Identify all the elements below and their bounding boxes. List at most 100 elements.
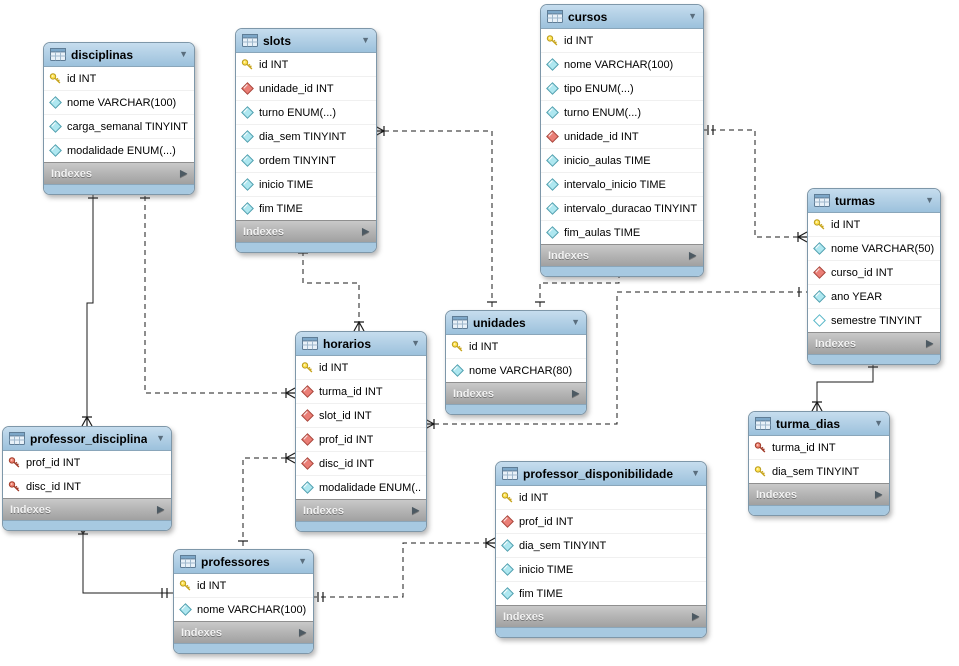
collapse-arrow-icon[interactable]: ▼ [688,11,697,21]
relationship-turma_dias-turmas[interactable] [816,356,874,411]
column-row[interactable]: curso_id INT [808,261,940,285]
table-header[interactable]: slots▼ [236,29,376,53]
relationship-professor_disciplina-disciplinas[interactable] [86,187,94,426]
column-row[interactable]: tipo ENUM(...) [541,77,703,101]
column-row[interactable]: intervalo_inicio TIME [541,173,703,197]
column-row[interactable]: carga_semanal TINYINT [44,115,194,139]
relationship-slots-unidades[interactable] [375,130,493,310]
indexes-row[interactable]: Indexes▶ [749,483,889,505]
collapse-arrow-icon[interactable]: ▼ [925,195,934,205]
column-row[interactable]: id INT [496,486,706,510]
table-header[interactable]: unidades▼ [446,311,586,335]
table-header[interactable]: professor_disciplina▼ [3,427,171,451]
column-row[interactable]: unidade_id INT [541,125,703,149]
indexes-row[interactable]: Indexes▶ [44,162,194,184]
column-row[interactable]: nome VARCHAR(50) [808,237,940,261]
column-row[interactable]: ordem TINYINT [236,149,376,173]
column-row[interactable]: id INT [236,53,376,77]
cardinality-one-mandatory-disciplinas[interactable] [285,387,296,399]
cardinality-one-mandatory-professores[interactable] [161,588,168,598]
expand-arrow-icon[interactable]: ▶ [572,388,579,398]
column-row[interactable]: semestre TINYINT [808,309,940,332]
collapse-arrow-icon[interactable]: ▼ [874,418,883,428]
column-row[interactable]: inicio_aulas TIME [541,149,703,173]
column-row[interactable]: id INT [174,574,313,598]
indexes-row[interactable]: Indexes▶ [496,605,706,627]
column-row[interactable]: unidade_id INT [236,77,376,101]
column-row[interactable]: ano YEAR [808,285,940,309]
table-header[interactable]: horarios▼ [296,332,426,356]
column-row[interactable]: fim TIME [496,582,706,605]
cardinality-one-mandatory-disciplinas[interactable] [81,416,93,427]
cardinality-many-professor_disponibilidade[interactable] [317,592,324,602]
expand-arrow-icon[interactable]: ▶ [157,504,164,514]
cardinality-many-horarios[interactable] [424,418,435,430]
column-row[interactable]: nome VARCHAR(100) [541,53,703,77]
cardinality-many-turmas[interactable] [707,125,714,135]
collapse-arrow-icon[interactable]: ▼ [361,35,370,45]
collapse-arrow-icon[interactable]: ▼ [156,433,165,443]
cardinality-one-mandatory-slots[interactable] [353,321,365,332]
column-row[interactable]: id INT [296,356,426,380]
column-row[interactable]: turma_id INT [749,436,889,460]
expand-arrow-icon[interactable]: ▶ [299,627,306,637]
expand-arrow-icon[interactable]: ▶ [692,611,699,621]
column-row[interactable]: dia_sem TINYINT [749,460,889,483]
relationship-turmas-cursos[interactable] [702,129,807,238]
indexes-row[interactable]: Indexes▶ [174,621,313,643]
cardinality-one-mandatory-turmas[interactable] [811,401,823,412]
column-row[interactable]: prof_id INT [296,428,426,452]
expand-arrow-icon[interactable]: ▶ [180,168,187,178]
column-row[interactable]: id INT [808,213,940,237]
column-row[interactable]: modalidade ENUM(... [296,476,426,499]
cardinality-many-horarios[interactable] [285,452,296,464]
cardinality-many-slots[interactable] [374,125,385,137]
column-row[interactable]: id INT [541,29,703,53]
cardinality-one-mandatory-professores[interactable] [485,537,496,549]
relationship-horarios-turmas[interactable] [425,291,807,425]
indexes-row[interactable]: Indexes▶ [541,244,703,266]
expand-arrow-icon[interactable]: ▶ [875,489,882,499]
column-row[interactable]: id INT [446,335,586,359]
column-row[interactable]: slot_id INT [296,404,426,428]
indexes-row[interactable]: Indexes▶ [808,332,940,354]
relationship-horarios-slots[interactable] [302,242,360,331]
column-row[interactable]: intervalo_duracao TINYINT [541,197,703,221]
table-header[interactable]: disciplinas▼ [44,43,194,67]
relationship-horarios-disciplinas[interactable] [144,187,295,394]
column-row[interactable]: prof_id INT [3,451,171,475]
column-row[interactable]: modalidade ENUM(...) [44,139,194,162]
indexes-row[interactable]: Indexes▶ [446,382,586,404]
column-row[interactable]: fim_aulas TIME [541,221,703,244]
collapse-arrow-icon[interactable]: ▼ [298,556,307,566]
collapse-arrow-icon[interactable]: ▼ [411,338,420,348]
cardinality-one-mandatory-cursos[interactable] [797,231,808,243]
column-row[interactable]: prof_id INT [496,510,706,534]
table-header[interactable]: professores▼ [174,550,313,574]
collapse-arrow-icon[interactable]: ▼ [571,317,580,327]
column-row[interactable]: fim TIME [236,197,376,220]
column-row[interactable]: turma_id INT [296,380,426,404]
table-header[interactable]: turmas▼ [808,189,940,213]
collapse-arrow-icon[interactable]: ▼ [691,468,700,478]
indexes-row[interactable]: Indexes▶ [236,220,376,242]
expand-arrow-icon[interactable]: ▶ [412,505,419,515]
column-row[interactable]: inicio TIME [236,173,376,197]
column-row[interactable]: inicio TIME [496,558,706,582]
collapse-arrow-icon[interactable]: ▼ [179,49,188,59]
column-row[interactable]: disc_id INT [3,475,171,498]
expand-arrow-icon[interactable]: ▶ [689,250,696,260]
column-row[interactable]: disc_id INT [296,452,426,476]
column-row[interactable]: nome VARCHAR(100) [174,598,313,621]
column-row[interactable]: nome VARCHAR(100) [44,91,194,115]
